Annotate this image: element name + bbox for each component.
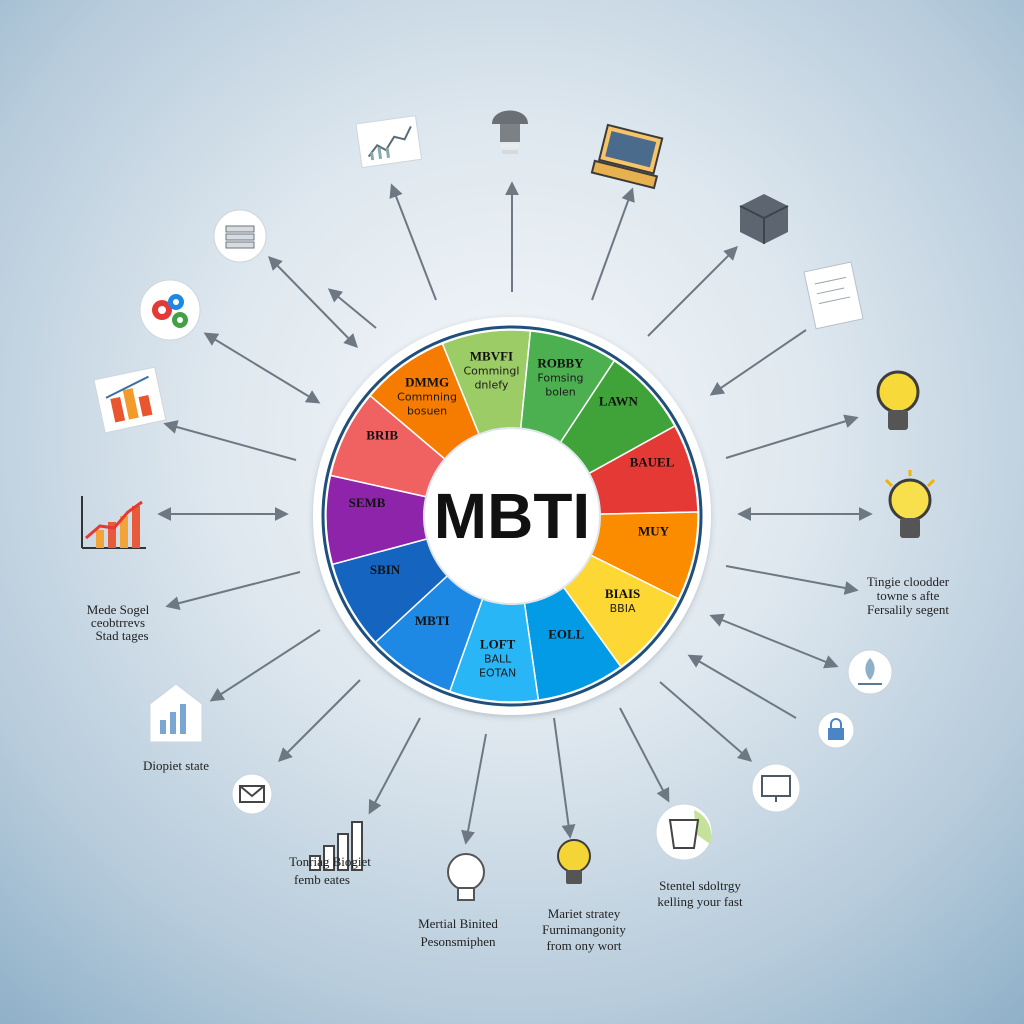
monitor-icon	[751, 763, 801, 813]
label-left-mid-1: Mede Sogel	[87, 602, 150, 617]
wheel-segment-label: BAUEL	[630, 454, 675, 469]
connector-arrow	[725, 414, 859, 459]
wheel-segment-label: ROBBY	[537, 355, 584, 370]
connector-arrow	[209, 629, 321, 702]
wheel-segment-label: BRIB	[366, 427, 398, 442]
connector-arrow	[553, 717, 576, 839]
document-icon	[803, 261, 864, 330]
label-bottom-right-2: kelling your fast	[657, 894, 743, 909]
connector-arrow	[687, 654, 797, 719]
connector-arrow	[278, 679, 361, 762]
label-bottom-center-left-1: Mertial Binited	[418, 916, 498, 931]
wheel-segment-label: LOFT	[480, 636, 516, 651]
wheel-center	[423, 427, 601, 605]
connector-arrow	[165, 571, 301, 610]
connector-arrow	[659, 681, 753, 762]
connector-arrow	[163, 420, 297, 461]
connector-arrows	[157, 181, 873, 845]
mail-icon	[231, 773, 273, 815]
connector-arrow	[619, 707, 670, 803]
stack-icon	[213, 209, 267, 263]
connector-arrow	[591, 187, 635, 301]
wheel-segment-label: dnlefy	[474, 378, 508, 391]
wheel-segment-label: Commingl	[463, 364, 519, 377]
connector-arrow	[709, 329, 807, 396]
label-bottom-center-3: from ony wort	[546, 938, 621, 953]
wheel-segment-label: MUY	[638, 524, 670, 539]
server-cube-icon	[739, 194, 789, 244]
bar-chart-icon	[309, 821, 363, 871]
connector-arrow	[647, 246, 738, 337]
label-bottom-center-2: Furnimangonity	[542, 922, 626, 937]
wheel-segment-label: BBIA	[610, 602, 636, 615]
label-bottom-left-2: femb eates	[294, 872, 350, 887]
connector-arrow	[203, 332, 321, 404]
label-right-mid-1: Tingie cloodder	[867, 574, 950, 589]
lock-icon	[817, 711, 855, 749]
connector-arrow	[327, 288, 377, 329]
wheel-segment-label: LAWN	[599, 394, 639, 409]
label-bottom-right-1: Stentel sdoltrgy	[659, 878, 741, 893]
label-bottom-center-1: Mariet stratey	[548, 906, 621, 921]
wheel-segment-label: MBVFI	[470, 348, 513, 363]
cup-icon	[655, 803, 713, 861]
wheel-border	[321, 325, 703, 707]
label-right-mid-3: Fersalily segent	[867, 602, 949, 617]
connector-arrow	[725, 565, 859, 595]
lightbulb-icon	[876, 370, 920, 430]
wheel-segment-label: DMMG	[405, 374, 449, 389]
growth-chart-icon	[81, 496, 146, 549]
wheel-segment-label: EOTAN	[479, 666, 516, 679]
outer-icons	[81, 110, 936, 901]
label-left-low: Diopiet state	[143, 758, 209, 773]
wheel-segment-label: MBTI	[415, 613, 450, 628]
lightbulb-glow-icon	[884, 470, 936, 538]
idea-badge-icon	[847, 649, 893, 695]
wheel-segment-label: SEMB	[349, 495, 386, 510]
line-chart-card-icon	[355, 115, 423, 169]
label-left-mid-2: ceobtrrevs	[91, 615, 145, 630]
center-title: MBTI	[434, 480, 590, 552]
bulb-cap-icon	[492, 110, 528, 154]
label-right-mid-2: towne s afte	[877, 588, 940, 603]
connector-arrow	[389, 183, 437, 301]
bar-chart-card-icon	[93, 366, 167, 434]
outer-labels: Tingie cloodder towne s afte Fersalily s…	[87, 574, 950, 953]
connector-arrow	[709, 613, 839, 669]
label-left-mid-3: Stad tages	[95, 628, 148, 643]
lightbulb-outline-icon	[447, 853, 485, 901]
connector-arrow	[461, 733, 487, 845]
label-bottom-center-left-2: Pesonsmiphen	[420, 934, 496, 949]
wheel-segment-label: bolen	[545, 385, 576, 398]
wheel-segment-label: bosuen	[407, 404, 447, 417]
wheel-segment-label: Fomsing	[537, 371, 583, 384]
wheel-segment-label: Commning	[397, 390, 457, 403]
house-chart-icon	[149, 683, 203, 743]
wheel-segment-label: EOLL	[548, 626, 584, 641]
lightbulb-small-icon	[557, 839, 591, 884]
wheel-segment-label: SBIN	[370, 562, 401, 577]
wheel-segment-label: BIAIS	[605, 586, 640, 601]
connector-arrow	[368, 717, 421, 815]
connector-arrow	[268, 255, 358, 349]
wheel-segment-label: BALL	[484, 652, 512, 665]
laptop-icon	[590, 123, 664, 190]
label-bottom-left-1: Tonriag Biogiet	[289, 854, 371, 869]
gears-icon	[139, 279, 201, 341]
